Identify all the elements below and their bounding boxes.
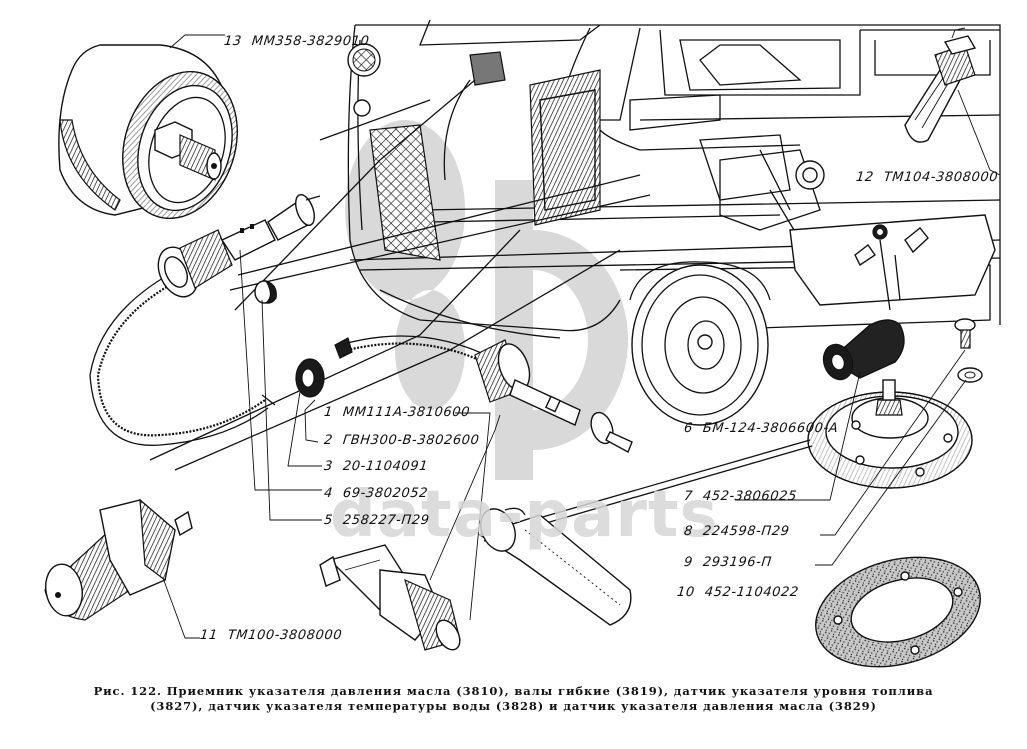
callout-part-number: ТМ100-3808000 <box>226 628 343 643</box>
callout-number: 3 <box>323 459 334 474</box>
callout-part-number: ТМ104-3808000 <box>882 170 999 185</box>
callout-number: 7 <box>683 489 694 504</box>
part-10-gasket <box>815 556 981 668</box>
part-5-cap <box>254 279 277 304</box>
wheel <box>629 261 771 426</box>
callout-12: 12 ТМ104-3808000 <box>855 170 999 185</box>
callout-part-number: 452-3806025 <box>702 489 798 504</box>
callout-number: 5 <box>323 513 334 528</box>
callout-number: 6 <box>683 421 694 436</box>
callout-part-number: БМ-124-3806600-А <box>702 421 840 436</box>
callout-number: 9 <box>683 555 694 570</box>
callout-6: 6 БМ-124-3806600-А <box>683 421 839 436</box>
part-6-fuel-level-sensor <box>479 379 973 542</box>
callout-10: 10 452-1104022 <box>676 585 799 600</box>
watermark-text: data-parts <box>330 478 719 552</box>
part-3-grommet <box>295 358 325 398</box>
callout-part-number: 293196-П <box>702 555 773 570</box>
callout-leaders <box>239 249 830 621</box>
callout-part-number: 69-3802052 <box>342 486 429 501</box>
oil-pressure-sensor-center <box>319 414 501 651</box>
part-12-water-temperature-sensor <box>904 27 1001 176</box>
figure-caption-line-2: (3827), датчик указателя температуры вод… <box>150 699 877 713</box>
part-1-flexible-shaft-left <box>89 194 321 446</box>
watermark-logo <box>345 120 628 480</box>
callout-13: 13 ММ358-3829010 <box>223 34 370 49</box>
callout-part-number: 20-1104091 <box>342 459 429 474</box>
part-11-oil-pressure-sensor <box>44 498 200 639</box>
callout-number: 10 <box>676 585 696 600</box>
part-13-oil-pressure-receiver <box>58 34 238 220</box>
callout-part-number: ГВН300-В-3802600 <box>342 433 481 448</box>
figure-caption-line-1: Рис. 122. Приемник указателя давления ма… <box>93 684 934 698</box>
callout-number: 2 <box>323 433 334 448</box>
callout-3: 3 20-1104091 <box>323 459 429 474</box>
callout-number: 12 <box>855 170 875 185</box>
callout-part-number: ММ111А-3810600 <box>342 405 471 420</box>
part-9-washer <box>815 367 983 566</box>
callout-9: 9 293196-П <box>683 555 772 570</box>
callout-7: 7 452-3806025 <box>683 489 797 504</box>
callout-11: 11 ТМ100-3808000 <box>199 628 343 643</box>
callout-2: 2 ГВН300-В-3802600 <box>323 433 480 448</box>
callout-1: 1 ММ111А-3810600 <box>323 405 471 420</box>
part-2-flexible-shaft-center <box>334 335 633 453</box>
callout-8: 8 224598-П29 <box>683 524 790 539</box>
callout-4: 4 69-3802052 <box>323 486 429 501</box>
callout-number: 11 <box>199 628 219 643</box>
callout-part-number: ММ358-3829010 <box>250 34 371 49</box>
fuel-sensor-float <box>478 507 632 626</box>
callout-number: 1 <box>323 405 334 420</box>
callout-number: 4 <box>323 486 334 501</box>
part-7-rubber-boot <box>818 319 905 501</box>
callout-5: 5 258227-П29 <box>323 513 430 528</box>
part-8-screw <box>820 318 976 536</box>
callout-part-number: 258227-П29 <box>342 513 431 528</box>
callout-part-number: 452-1104022 <box>703 585 800 600</box>
callout-part-number: 224598-П29 <box>702 524 791 539</box>
callout-number: 8 <box>683 524 694 539</box>
vehicle-body <box>149 19 1001 471</box>
callout-number: 13 <box>223 34 243 49</box>
